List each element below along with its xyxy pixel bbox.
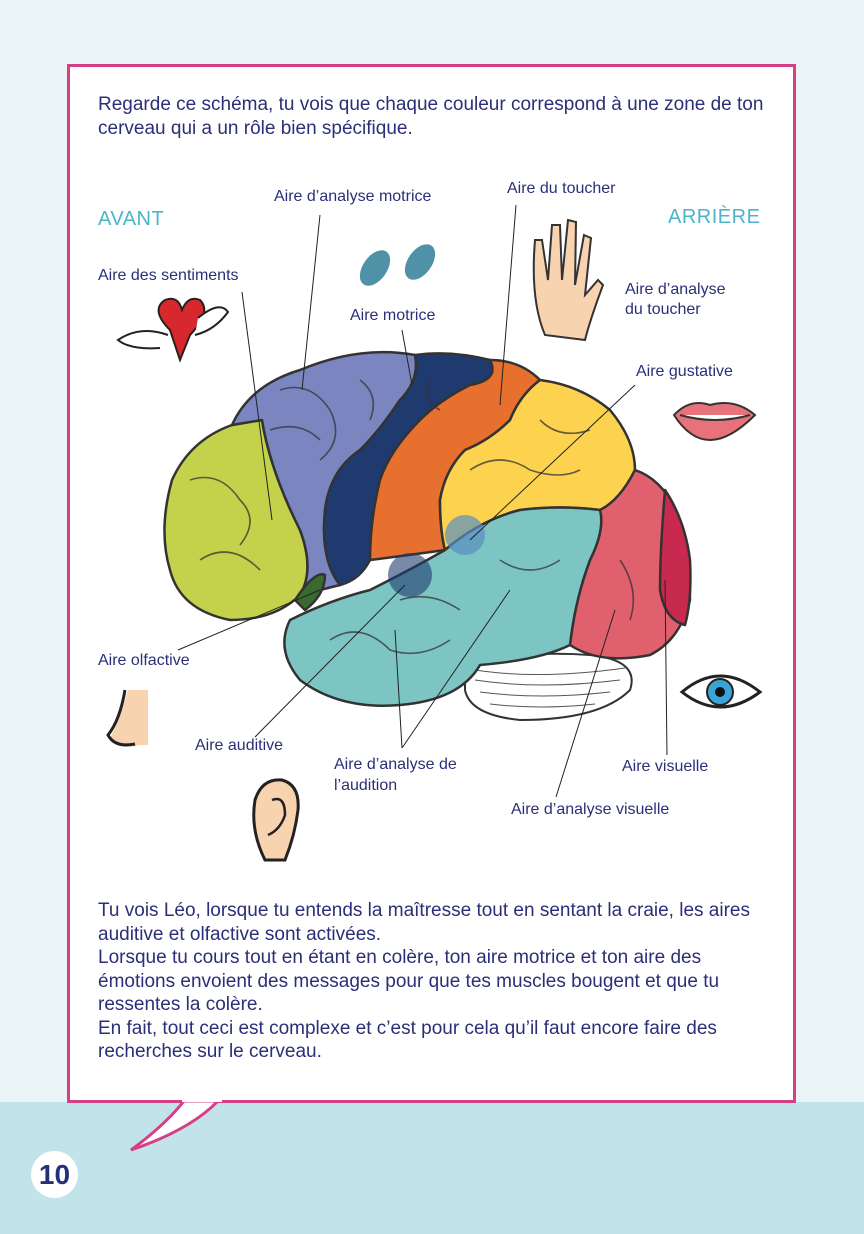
nose-icon <box>106 689 148 747</box>
label-touch-analysis-1: Aire d’analyse <box>625 281 726 298</box>
label-feelings: Aire des sentiments <box>98 267 239 284</box>
label-smell: Aire olfactive <box>98 652 190 669</box>
label-hearing-analysis-1: Aire d’analyse de <box>334 756 457 773</box>
label-visual: Aire visuelle <box>622 758 709 775</box>
label-visual-analysis: Aire d’analyse visuelle <box>511 801 670 818</box>
page-number: 10 <box>31 1151 78 1198</box>
label-touch: Aire du toucher <box>507 180 616 197</box>
smell-area <box>293 573 327 612</box>
eye-icon <box>679 674 763 709</box>
label-motor-analysis: Aire d’analyse motrice <box>274 188 432 205</box>
outro-paragraph: En fait, tout ceci est complexe et c’est… <box>98 1017 717 1063</box>
label-motor: Aire motrice <box>350 307 436 324</box>
leader-lines <box>177 204 668 798</box>
visual-area <box>658 488 692 627</box>
brain-folds <box>189 379 635 655</box>
label-touch-analysis-2: du toucher <box>625 301 701 318</box>
front-label: AVANT <box>98 208 165 230</box>
hand-icon <box>532 218 605 342</box>
intro-text: Regarde ce schéma, tu vois que chaque co… <box>98 94 764 139</box>
mouth-icon <box>672 402 757 442</box>
footprints-icon <box>359 244 436 286</box>
winged-heart-icon <box>116 297 230 363</box>
label-taste: Aire gustative <box>636 363 733 380</box>
back-label: ARRIÈRE <box>668 206 761 228</box>
hearing-area <box>283 506 603 707</box>
outro-paragraph: Tu vois Léo, lorsque tu entends la maîtr… <box>98 900 750 945</box>
outro-paragraph: Lorsque tu cours tout en étant en colère… <box>98 947 720 1015</box>
ear-icon <box>252 778 300 862</box>
bottom-band <box>0 1102 864 1234</box>
label-hearing-analysis-2: l’audition <box>334 777 398 794</box>
bubble-tail <box>130 1099 222 1152</box>
outro-text: Tu vois Léo, lorsque tu entends la maîtr… <box>98 899 778 1064</box>
label-hearing: Aire auditive <box>195 737 284 754</box>
